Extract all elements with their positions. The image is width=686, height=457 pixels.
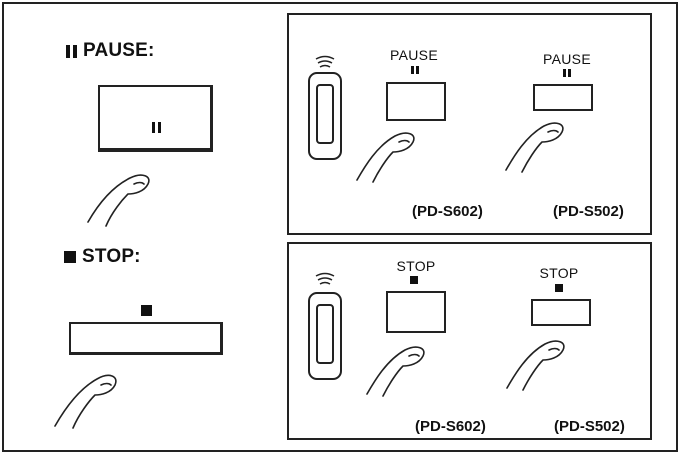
stop-icon [141, 305, 152, 316]
pause-button-s502[interactable] [533, 84, 593, 111]
stop-heading-text: STOP: [82, 246, 141, 267]
stop-heading: STOP: [64, 246, 141, 268]
stop-icon [410, 276, 418, 284]
finger-icon [356, 132, 415, 183]
model-label-s502: (PD-S502) [554, 418, 625, 435]
model-label-s602: (PD-S602) [412, 203, 483, 220]
pause-label-s602: PAUSE [390, 47, 438, 63]
pause-button-s602[interactable] [386, 82, 446, 121]
pause-icon [66, 44, 77, 58]
pause-heading: PAUSE: [66, 40, 155, 62]
stop-panel [287, 242, 652, 440]
pause-label-s502: PAUSE [543, 51, 591, 67]
stop-button-s502[interactable] [531, 299, 591, 326]
stop-label-s502: STOP [539, 265, 579, 281]
finger-icon [54, 374, 117, 429]
pause-heading-text: PAUSE: [83, 40, 155, 61]
pause-icon [411, 66, 419, 74]
signal-waves-icon [315, 55, 335, 68]
model-label-s602: (PD-S602) [415, 418, 486, 435]
finger-icon [506, 340, 565, 391]
finger-icon [505, 122, 564, 173]
stop-button[interactable] [69, 322, 223, 355]
pause-icon [152, 122, 161, 133]
remote-control-icon [308, 72, 342, 160]
outer-frame [2, 2, 678, 452]
stop-icon [64, 251, 76, 263]
finger-icon [87, 174, 150, 227]
finger-icon [366, 346, 425, 397]
pause-panel [287, 13, 652, 235]
pause-button[interactable] [98, 85, 213, 152]
stop-button-s602[interactable] [386, 291, 446, 333]
stop-icon [555, 284, 563, 292]
stop-label-s602: STOP [396, 258, 436, 274]
signal-waves-icon [315, 272, 335, 285]
remote-control-icon [308, 292, 342, 380]
pause-icon [563, 69, 571, 77]
model-label-s502: (PD-S502) [553, 203, 624, 220]
